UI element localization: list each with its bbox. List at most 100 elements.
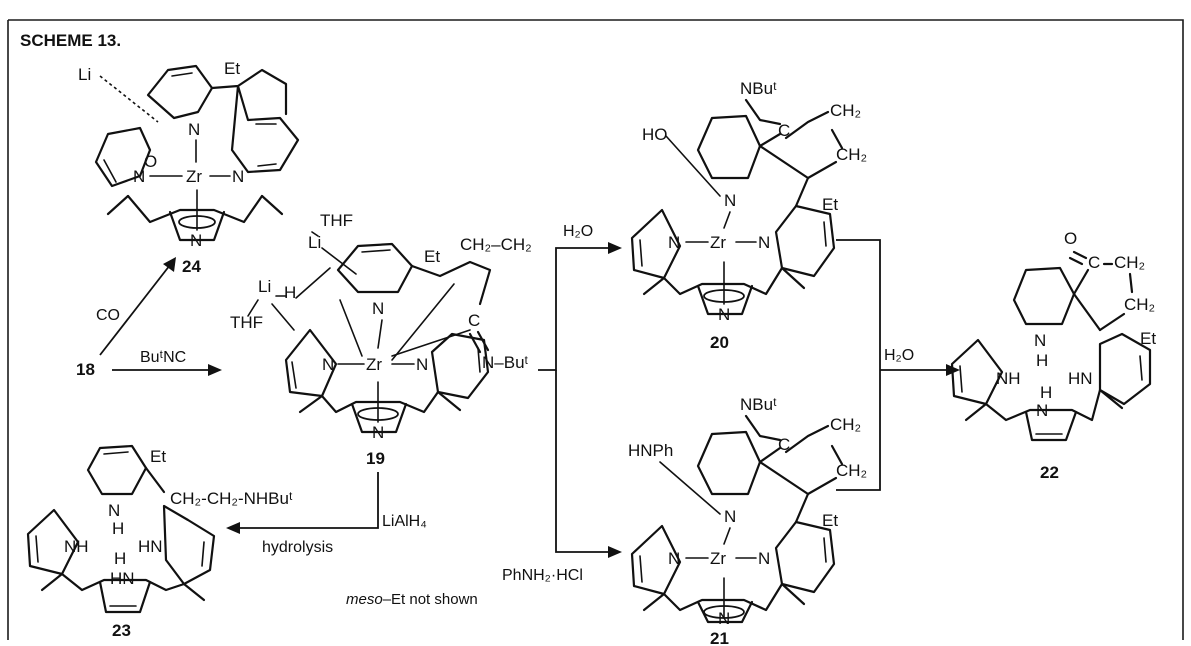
atom-zr: Zr <box>186 167 202 186</box>
atom-side-chain-23: CH₂-CH₂-NHBuᵗ <box>170 489 293 508</box>
scheme-title: SCHEME 13. <box>20 31 121 50</box>
atom-zr-19: Zr <box>366 355 382 374</box>
pyrrole-ring-left-21 <box>630 524 682 596</box>
atom-o: O <box>144 152 157 171</box>
atom-ch2ch2-19: CH₂–CH₂ <box>460 235 532 254</box>
meso-footnote: meso–Et not shown <box>346 591 478 608</box>
arrow-19-to-20 <box>538 247 612 371</box>
arrow-19-to-21 <box>555 370 612 553</box>
structure-23: Et CH₂-CH₂-NHBuᵗ N H NH HN H HN 23 <box>26 444 293 640</box>
atom-h-bottom-22: H <box>1040 383 1052 402</box>
atom-et-19: Et <box>424 247 440 266</box>
label-20: 20 <box>710 333 729 352</box>
pyridine-ring <box>230 84 300 174</box>
atom-ch2-top-20: CH₂ <box>830 101 861 120</box>
pyrrole-ring-right-22 <box>1098 332 1152 406</box>
atom-thf-top: THF <box>320 211 353 230</box>
atom-li-top: Li <box>308 233 321 252</box>
atom-ch2-top-22: CH₂ <box>1114 253 1145 272</box>
pyrroline-ring-22 <box>1012 266 1076 326</box>
reagent-co: CO <box>96 307 120 324</box>
atom-c-20: C <box>778 121 790 140</box>
structure-21: NBuᵗ HNPh C CH₂ CH₂ Et N N Zr N N 21 <box>628 395 867 646</box>
label-24: 24 <box>182 257 201 276</box>
label-23: 23 <box>112 621 131 640</box>
atom-et: Et <box>224 59 240 78</box>
structure-22: O C CH₂ CH₂ Et N H NH HN H N 22 <box>950 229 1156 482</box>
pyrrole-ring-left <box>94 126 152 188</box>
structure-20: NBuᵗ HO C CH₂ CH₂ Et N N Zr N N <box>630 79 867 352</box>
atom-nh-bottom-23: HN <box>110 569 135 588</box>
atom-h-top-23: H <box>112 519 124 538</box>
atom-hnph-21: HNPh <box>628 441 673 460</box>
atom-zr-21: Zr <box>710 549 726 568</box>
arrow-18-to-24 <box>99 264 171 356</box>
atom-et-20: Et <box>822 195 838 214</box>
atom-n-left-19: N <box>322 355 334 374</box>
atom-nh-23: NH <box>64 537 89 556</box>
reagent-butnc: BuᵗNC <box>140 349 186 366</box>
atom-n: N <box>188 120 200 139</box>
atom-n-bottom-20: N <box>718 305 730 324</box>
meso-rest: –Et not shown <box>383 591 478 608</box>
pyrrole-ring-left-22 <box>950 338 1004 406</box>
atom-n-right-21: N <box>758 549 770 568</box>
atom-n-left-20: N <box>668 233 680 252</box>
atom-nh-22: NH <box>996 369 1021 388</box>
pyrrole-ring-bottom-22 <box>1024 410 1078 442</box>
atom-n-top-23: N <box>108 501 120 520</box>
atom-n-bottom-19: N <box>372 423 384 442</box>
arrow-19-to-23 <box>236 472 379 529</box>
atom-c-22: C <box>1088 253 1100 272</box>
pyrrole-ring-left-23 <box>26 508 80 576</box>
pyrroline-ring-20 <box>696 114 762 180</box>
atom-n-right-24: N <box>232 167 244 186</box>
structure-19: Li THF Li H THF N Et CH₂–CH₂ C N–Buᵗ N Z… <box>230 211 532 468</box>
atom-li-mid: Li <box>258 277 271 296</box>
pyrrole-ring-top <box>146 64 214 120</box>
atom-h-bottom-23: H <box>114 549 126 568</box>
pyrrole-ring-left-19 <box>284 328 338 398</box>
atom-n-right-19: N <box>416 355 428 374</box>
pyrrole-ring-right-23 <box>162 504 216 586</box>
pyrrole-ring-bottom <box>168 210 226 242</box>
atom-o-22: O <box>1064 229 1077 248</box>
li-dashed-bond <box>99 75 159 123</box>
atom-hn-22: HN <box>1068 369 1093 388</box>
atom-h-bridge: H <box>284 283 296 302</box>
atom-n-right-20: N <box>758 233 770 252</box>
atom-ch2-top-21: CH₂ <box>830 415 861 434</box>
reagent-water-right: H₂O <box>884 347 914 364</box>
atom-nbut-21: NBuᵗ <box>740 395 777 414</box>
atom-li: Li <box>78 65 91 84</box>
atom-n-top-19: N <box>372 299 384 318</box>
atom-et-22: Et <box>1140 329 1156 348</box>
reagent-water-top: H₂O <box>563 223 593 240</box>
pyrroline-ring-21 <box>696 430 762 496</box>
atom-n-left-21: N <box>668 549 680 568</box>
atom-n-top-21: N <box>724 507 736 526</box>
atom-n-left-24: N <box>133 167 145 186</box>
reagent-hydrolysis: hydrolysis <box>262 539 333 556</box>
atom-n-bottom-24: N <box>190 231 202 250</box>
merge-bracket <box>836 239 881 491</box>
label-19: 19 <box>366 449 385 468</box>
atom-ho-20: HO <box>642 125 668 144</box>
label-22: 22 <box>1040 463 1059 482</box>
atom-hn-23: HN <box>138 537 163 556</box>
atom-zr-20: Zr <box>710 233 726 252</box>
label-18: 18 <box>76 360 95 379</box>
atom-ch2-bottom-22: CH₂ <box>1124 295 1155 314</box>
pyrrole-ring-bottom-23 <box>98 580 152 614</box>
label-21: 21 <box>710 629 729 646</box>
reagent-phnh2hcl: PhNH₂·HCl <box>502 567 583 584</box>
structure-24: Li N Et O N Zr N N 24 <box>78 59 300 276</box>
atom-et-21: Et <box>822 511 838 530</box>
atom-n-but-19: N–Buᵗ <box>482 353 529 372</box>
atom-et-23: Et <box>150 447 166 466</box>
atom-c-19: C <box>468 311 480 330</box>
atom-n-top-22: N <box>1034 331 1046 350</box>
atom-thf-bottom: THF <box>230 313 263 332</box>
